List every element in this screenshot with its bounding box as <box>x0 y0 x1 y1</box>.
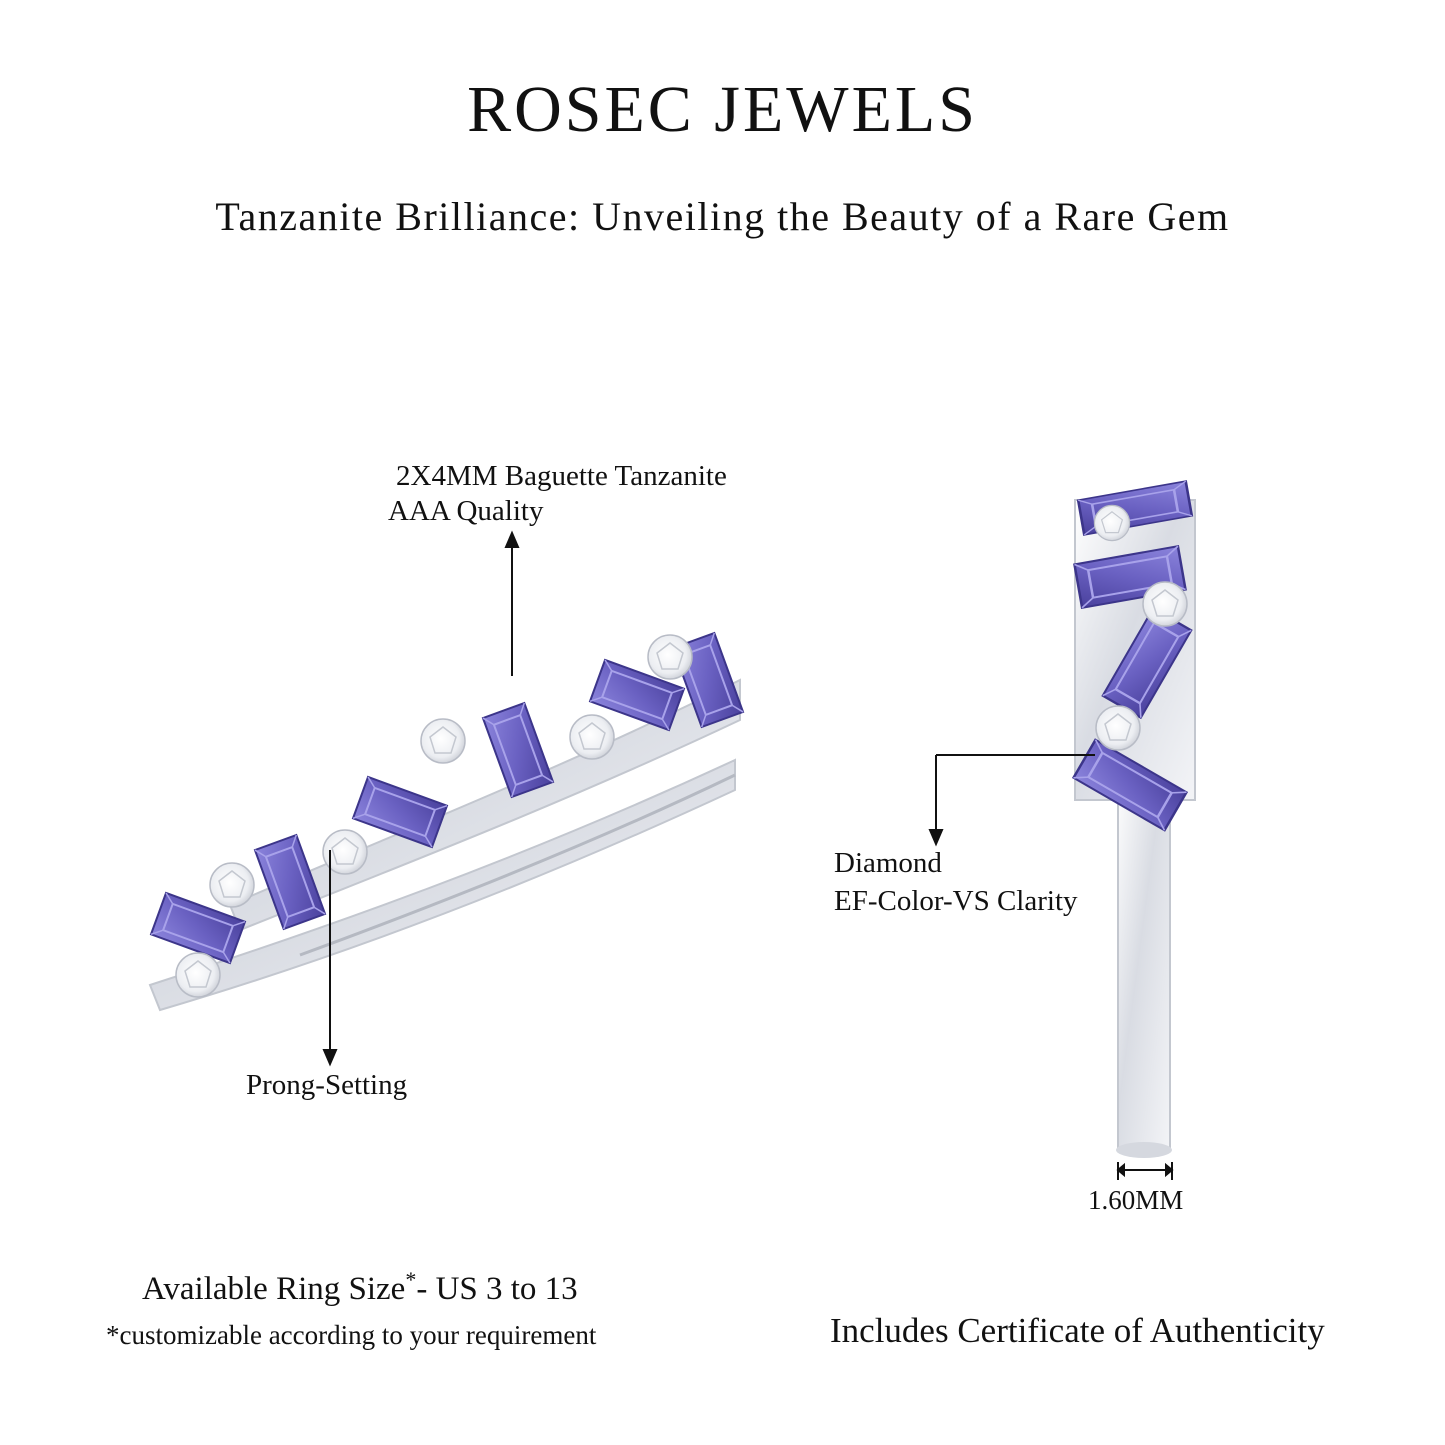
ring-front-view <box>1072 479 1196 1158</box>
baguette-tanzanite-label: 2X4MM Baguette Tanzanite <box>396 460 727 492</box>
ring-size-range: - US 3 to 13 <box>416 1271 578 1307</box>
band-width-label: 1.60MM <box>1088 1185 1184 1215</box>
ring-size-text: Available Ring Size <box>142 1271 406 1307</box>
ring-size-asterisk: * <box>405 1267 417 1292</box>
ring-size-info: Available Ring Size*- US 3 to 13 <box>142 1267 578 1308</box>
brand-title: ROSEC JEWELS <box>467 73 978 146</box>
prong-setting-label: Prong-Setting <box>246 1069 408 1101</box>
annotation-lines <box>322 530 1174 1180</box>
diamond-label: Diamond <box>834 847 942 879</box>
quality-label: AAA Quality <box>388 495 544 527</box>
ring-side-view <box>148 632 745 1012</box>
customizable-note: *customizable according to your requirem… <box>106 1320 597 1350</box>
page-subtitle: Tanzanite Brilliance: Unveiling the Beau… <box>215 194 1230 239</box>
clarity-label: EF-Color-VS Clarity <box>834 885 1078 917</box>
certificate-note: Includes Certificate of Authenticity <box>830 1311 1325 1350</box>
